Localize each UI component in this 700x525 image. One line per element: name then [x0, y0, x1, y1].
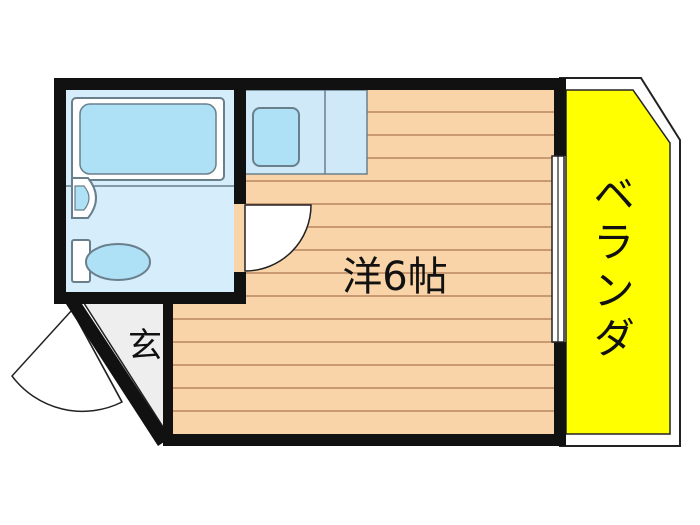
window-icon [551, 155, 565, 343]
bathroom [66, 90, 234, 293]
kitchen-sink-icon [252, 107, 300, 167]
western-room-label: 洋6帖 [342, 254, 447, 300]
balcony: ベランダ [559, 77, 681, 447]
toilet-icon [71, 239, 151, 283]
entrance-label: 玄 [128, 326, 162, 366]
door-swing-icon [244, 204, 312, 272]
walls [54, 78, 566, 446]
bathroom-door [244, 204, 312, 272]
kitchen [244, 89, 368, 175]
entrance: 玄 [80, 299, 166, 433]
balcony-label: ベランダ [587, 172, 636, 364]
entrance-door-swing-icon [11, 308, 124, 413]
